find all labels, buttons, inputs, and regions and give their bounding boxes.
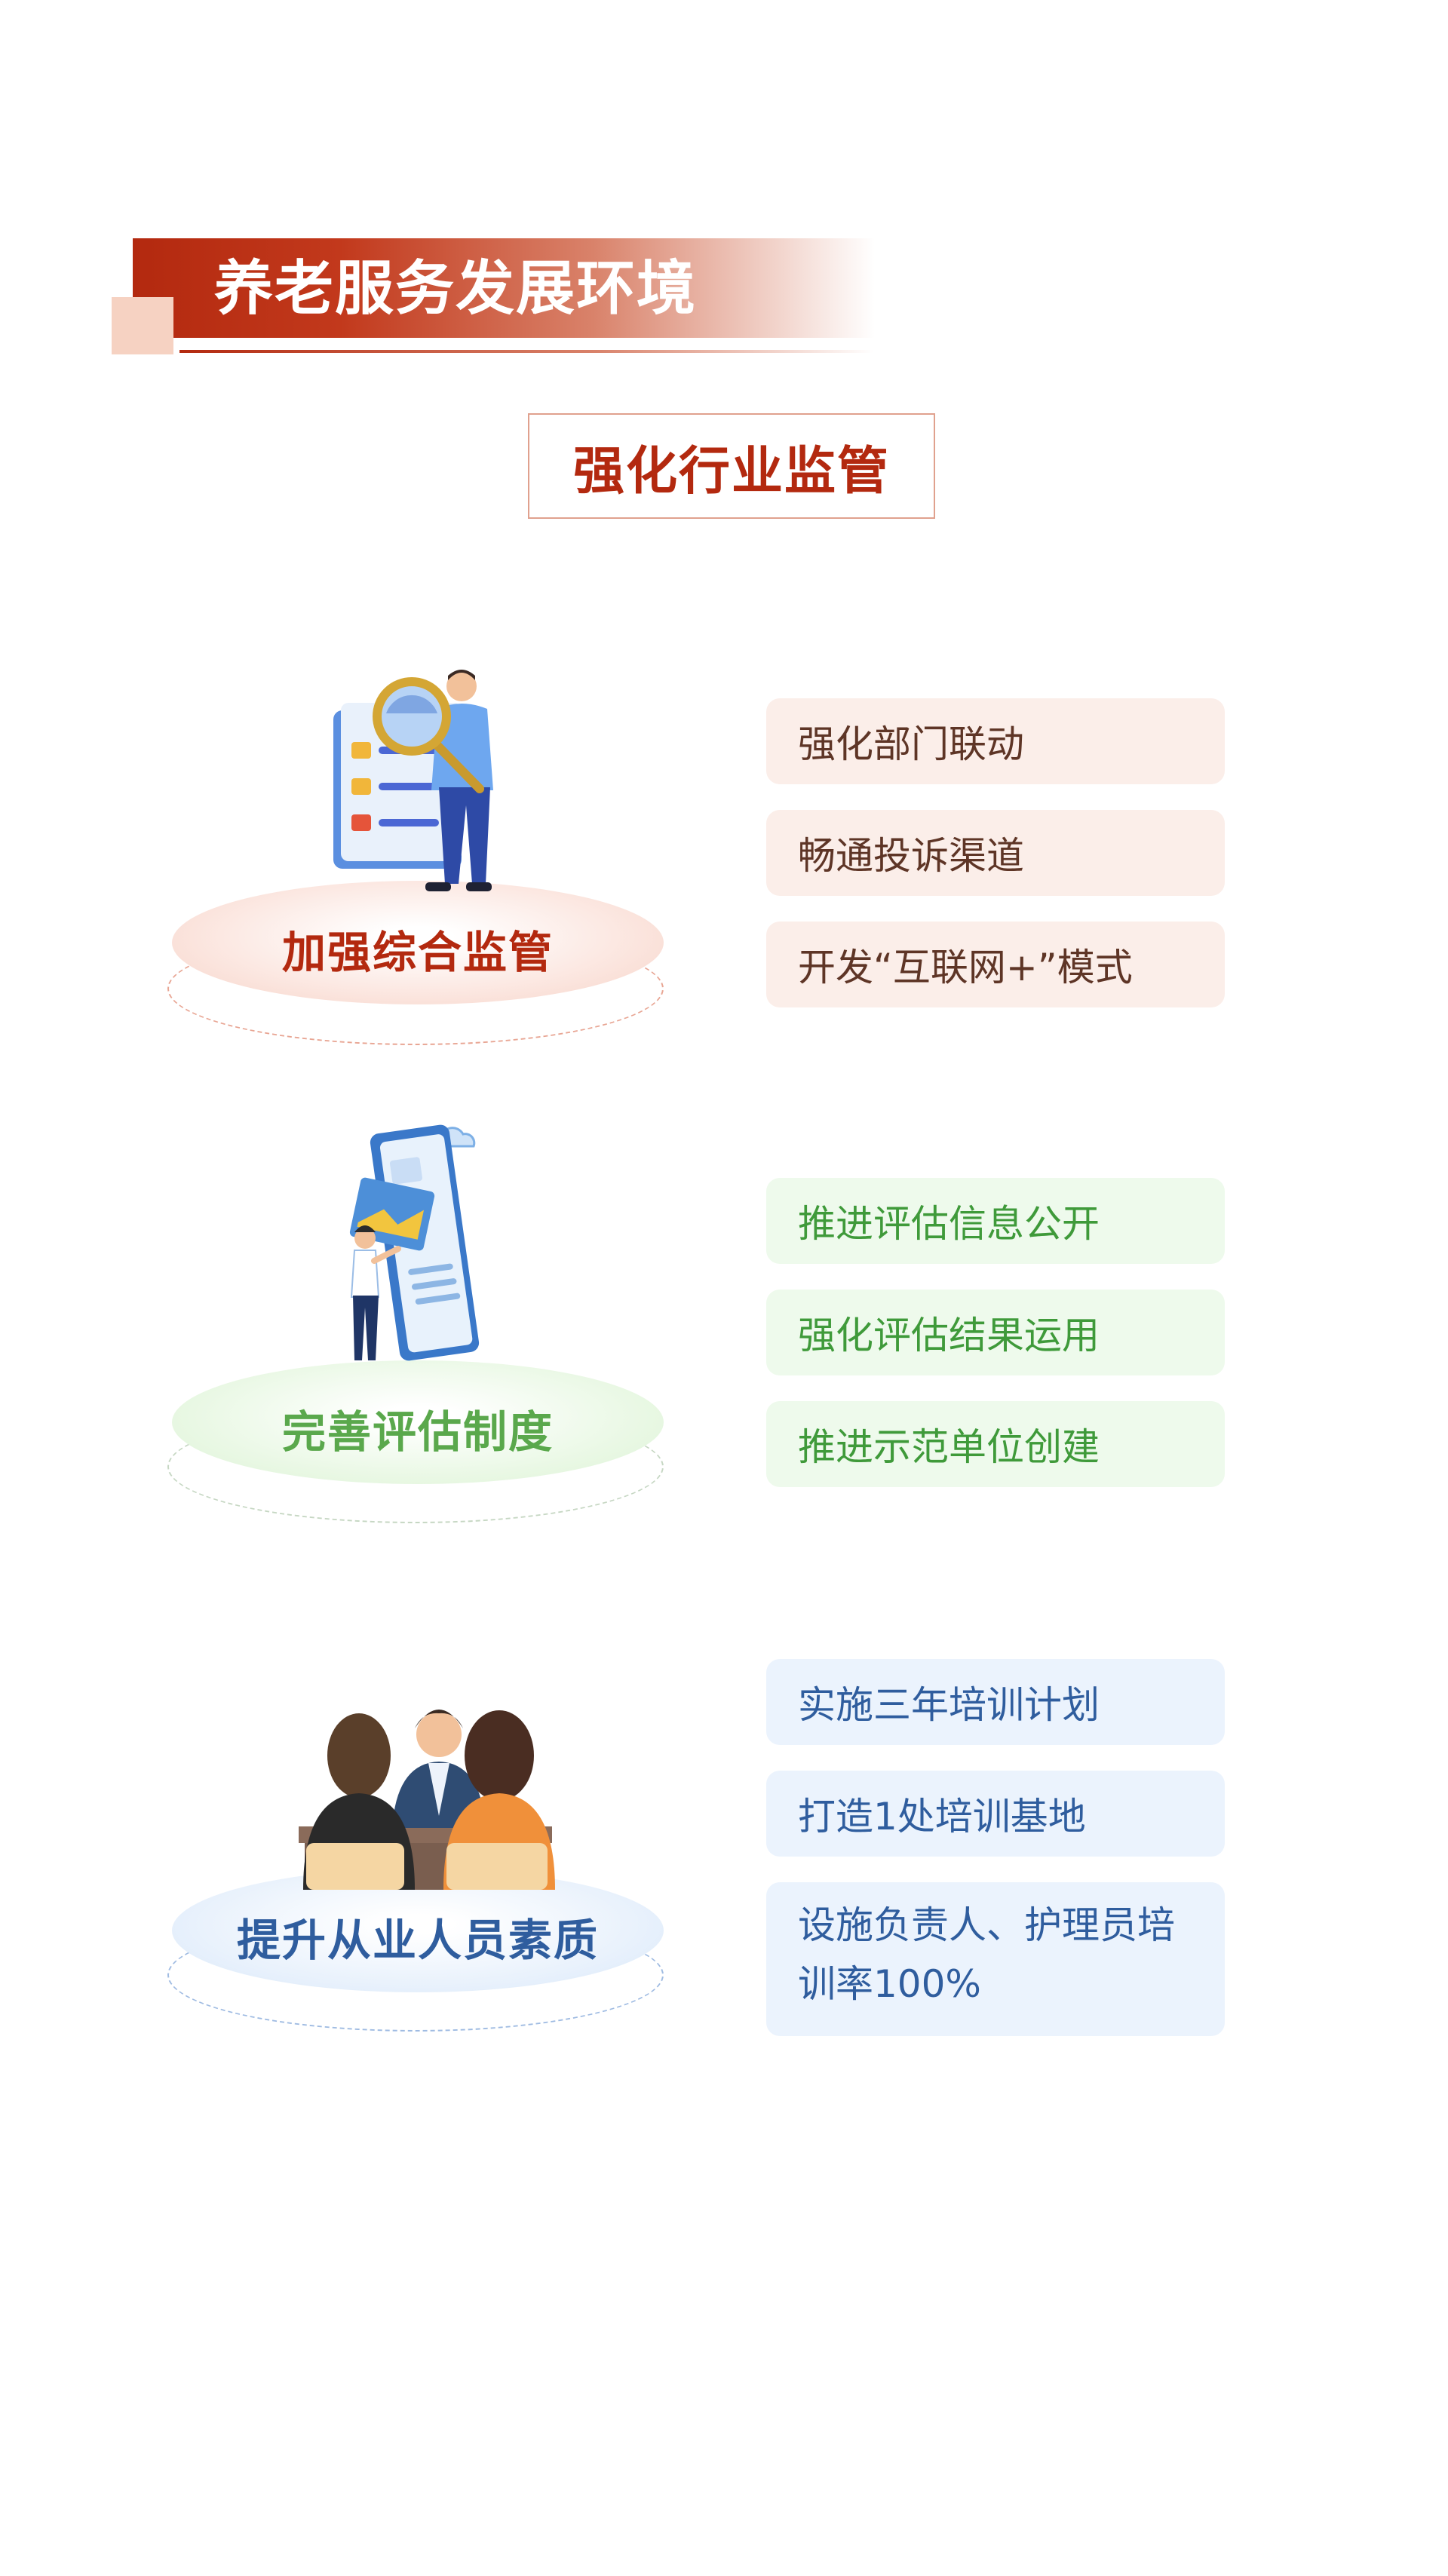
disc-base: [172, 881, 664, 1004]
list-item: 打造1处培训基地: [766, 1771, 1225, 1857]
banner-underline: [179, 350, 873, 353]
list-item: 推进示范单位创建: [766, 1401, 1225, 1487]
list-item: 开发“互联网+”模式: [766, 922, 1225, 1007]
banner-accent-square: [112, 297, 173, 354]
training-people-icon: [299, 1710, 555, 1890]
supervision-checklist-icon: [333, 670, 493, 891]
subtitle-box: 强化行业监管: [528, 413, 935, 519]
list-item: 强化部门联动: [766, 698, 1225, 784]
section-label: 提升从业人员素质: [236, 1915, 599, 1966]
page-title: 养老服务发展环境: [214, 255, 698, 323]
header-banner: [133, 238, 875, 338]
disc-base: [172, 1360, 664, 1484]
section-label: 加强综合监管: [281, 927, 554, 978]
list-item: 实施三年培训计划: [766, 1659, 1225, 1745]
list-item: 设施负责人、护理员培训率100%: [766, 1882, 1225, 2036]
evaluation-tablet-icon: [349, 1124, 480, 1361]
list-item: 推进评估信息公开: [766, 1178, 1225, 1264]
list-item: 畅通投诉渠道: [766, 810, 1225, 896]
section-label: 完善评估制度: [281, 1406, 554, 1458]
list-item: 强化评估结果运用: [766, 1290, 1225, 1375]
subtitle: 强化行业监管: [572, 441, 890, 501]
